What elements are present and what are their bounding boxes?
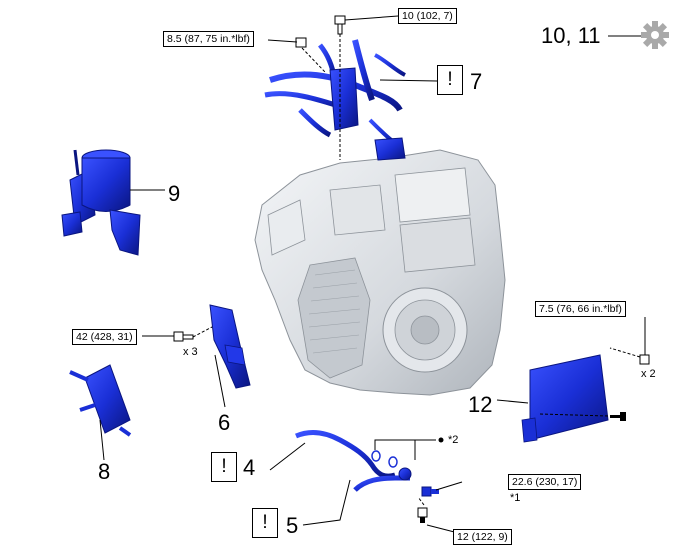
warning-box-7: ! xyxy=(437,65,463,95)
o-ring xyxy=(371,450,381,462)
callout-12: 12 xyxy=(468,392,493,417)
bullet-dot xyxy=(438,437,444,443)
torque-label-top: 10 (102, 7) xyxy=(398,8,457,24)
callout-9: 9 xyxy=(168,181,181,206)
quantity-x2: x 2 xyxy=(641,368,656,380)
callout-7: 7 xyxy=(470,69,483,94)
part-7-wire-harness xyxy=(264,39,406,161)
nut xyxy=(295,37,307,48)
torque-label-right: 7.5 (76, 66 in.*lbf) xyxy=(535,301,626,317)
bolt xyxy=(421,486,439,497)
callout-6: 6 xyxy=(218,410,231,435)
part-5-oil-pipe xyxy=(353,467,412,492)
callout-10-11: 10, 11 xyxy=(541,23,601,48)
torque-label-bottom: 12 (122, 9) xyxy=(453,529,512,545)
warning-box-5: ! xyxy=(252,508,278,538)
gear-icon xyxy=(641,21,669,49)
warning-box-4: ! xyxy=(211,452,237,482)
callout-5: 5 xyxy=(286,513,299,538)
note-star-2: *2 xyxy=(448,434,459,446)
o-ring xyxy=(388,456,398,468)
bolt xyxy=(417,507,428,523)
part-12-cover xyxy=(521,354,609,443)
note-star-1: *1 xyxy=(510,492,521,504)
part-8-oil-cooler xyxy=(69,364,132,437)
part-4-oil-pipe xyxy=(295,430,396,479)
bolt xyxy=(334,15,346,35)
bolt xyxy=(639,354,650,365)
part-9-engine-mount xyxy=(61,149,141,256)
quantity-x3: x 3 xyxy=(183,346,198,358)
bolt xyxy=(173,331,194,342)
transaxle-assembly xyxy=(254,149,506,396)
part-6-bracket xyxy=(209,304,251,389)
torque-label-upper-left: 8.5 (87, 75 in.*lbf) xyxy=(163,31,254,47)
callout-8: 8 xyxy=(98,459,111,484)
torque-label-mid-left: 42 (428, 31) xyxy=(72,329,137,345)
bolt xyxy=(610,412,626,421)
leader-lines xyxy=(99,15,646,537)
callout-4: 4 xyxy=(243,455,256,480)
torque-label-lower-right: 22.6 (230, 17) xyxy=(508,474,582,490)
